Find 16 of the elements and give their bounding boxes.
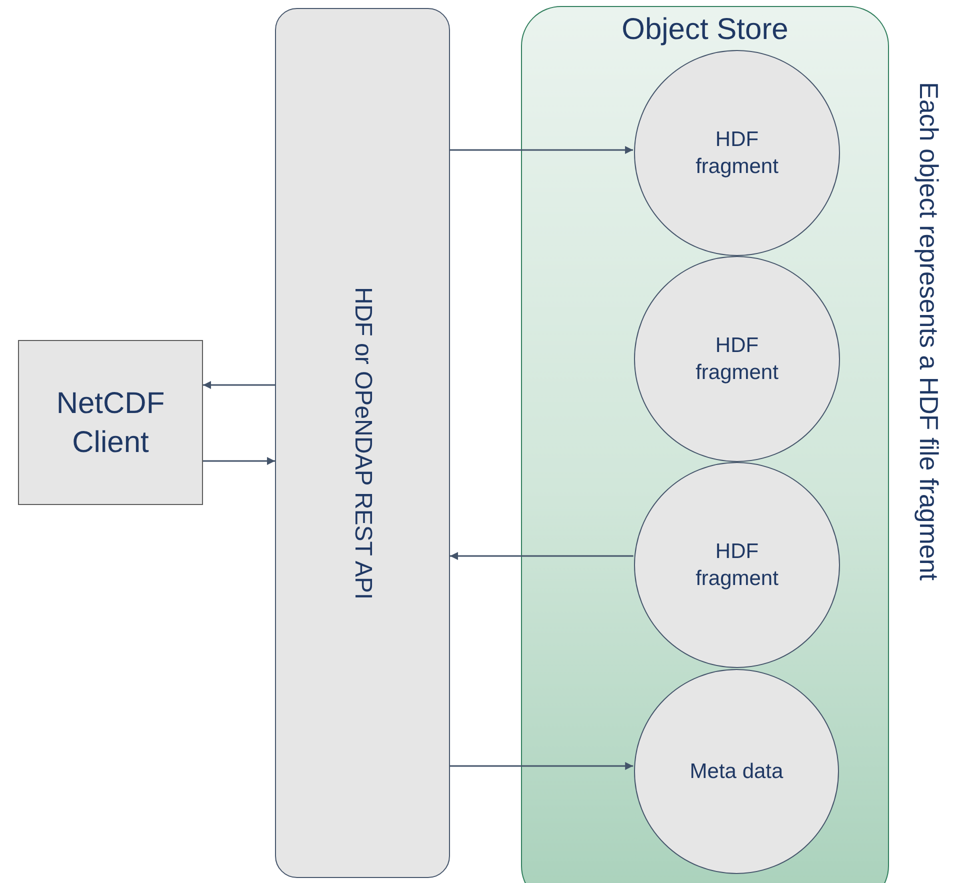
arrow — [203, 457, 275, 465]
client-box — [18, 340, 203, 505]
node-label: HDF fragment — [694, 538, 780, 592]
arrow — [450, 552, 634, 560]
arrow — [450, 146, 634, 154]
node-label: Meta data — [688, 758, 784, 785]
api-panel — [275, 8, 450, 878]
node-label: HDF fragment — [694, 126, 780, 180]
object-store-container — [521, 6, 889, 883]
node-label: NetCDF Client — [55, 386, 166, 460]
api-label: HDF or OPeNDAP REST API — [348, 286, 376, 600]
node-label: HDF fragment — [694, 332, 780, 386]
arrow — [450, 762, 634, 770]
arrow — [203, 381, 275, 389]
side-note: Each object represents a HDF file fragment — [913, 82, 944, 581]
container-title: Object Store — [622, 13, 788, 47]
